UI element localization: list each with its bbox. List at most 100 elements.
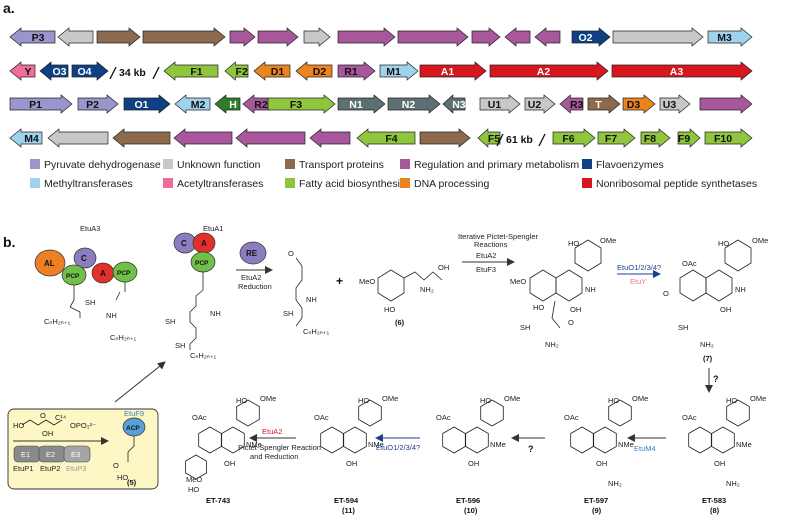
gene-arrow	[142, 27, 226, 47]
gene-arrow	[57, 27, 94, 47]
c6-nh2: NH₂	[420, 285, 434, 294]
mol-nme: NMe	[618, 440, 634, 449]
int-nh2: NH₂	[545, 340, 559, 349]
mol-ome: OMe	[504, 394, 520, 403]
gene-arrow-f7	[597, 128, 636, 148]
gene-arrow-f4	[356, 128, 416, 148]
mol-oh: OH	[346, 459, 357, 468]
ring-c	[358, 399, 382, 427]
ring-b	[343, 426, 367, 454]
gene-arrow-r3	[559, 94, 584, 114]
etuA3-label: EtuA3	[80, 224, 100, 233]
gene-arrow-d2	[295, 61, 333, 81]
break-34kb-label: 34 kb	[119, 67, 146, 79]
gene-arrow	[534, 27, 561, 47]
mol-nh2: NH₂	[726, 479, 740, 488]
mol-ho: HO	[358, 396, 369, 405]
gene-arrow-n2	[387, 94, 441, 114]
gene-arrow-m2	[174, 94, 211, 114]
gene-arrow	[419, 128, 471, 148]
legend-swatch	[163, 159, 173, 169]
compound-6-label: (6)	[395, 318, 405, 327]
gene-arrow-f1	[163, 61, 219, 81]
domain-PCP-2-label: PCP	[117, 270, 131, 277]
ring-b	[221, 426, 245, 454]
aldehyde-nh: NH	[306, 295, 317, 304]
gene-label-u1: U1	[488, 99, 502, 111]
legend-label: Acetyltransferases	[177, 178, 263, 190]
et594-num: (11)	[342, 506, 355, 515]
nh-a3: NH	[106, 311, 117, 320]
gene-label-y: Y	[24, 66, 31, 78]
gene-arrow-f10	[704, 128, 753, 148]
ring-a	[570, 426, 594, 454]
mol-ho: HO	[726, 396, 737, 405]
c7-oh: OH	[720, 305, 731, 314]
int-ho2: HO	[533, 303, 544, 312]
gene-label-u3: U3	[663, 99, 677, 111]
gene-arrow	[235, 128, 306, 148]
et597-num: (9)	[592, 506, 602, 515]
legend-label: Methyltransferases	[44, 178, 133, 190]
gene-arrow-o3	[39, 61, 69, 81]
gene-label-m3: M3	[717, 32, 732, 44]
ring-c	[726, 399, 750, 427]
legend-swatch	[285, 159, 295, 169]
gene-label-f3: F3	[290, 99, 302, 111]
ring-a	[442, 426, 466, 454]
gene-arrow	[112, 128, 171, 148]
gene-arrow-u1	[479, 94, 521, 114]
gene-label-f7: F7	[605, 133, 617, 145]
et596-id: ET-596	[456, 496, 480, 505]
gene-label-n2: N2	[402, 99, 416, 111]
legend-label: Unknown function	[177, 159, 261, 171]
etuA1-module: EtuA1 C A PCP SH NH SH CₙH₂ₙ₊₁	[165, 224, 223, 360]
domain-AL	[34, 249, 66, 277]
pictet-spengler-step: Iterative Pictet-Spengler Reactions EtuA…	[458, 232, 539, 274]
gene-label-n3: N3	[452, 99, 466, 111]
et583-id: ET-583	[702, 496, 726, 505]
gene-arrow-m3	[707, 27, 753, 47]
gene-arrow-a3	[611, 61, 753, 81]
break-mark-right-2	[538, 133, 546, 147]
aldehyde-sh: SH	[283, 309, 293, 318]
mol-oac: OAc	[314, 413, 329, 422]
mol-oh: OH	[224, 459, 235, 468]
gene-label-p1: P1	[29, 99, 42, 111]
mol-oac: OAc	[682, 413, 697, 422]
aldehyde-o: O	[288, 249, 294, 258]
domain-C-label: C	[81, 254, 87, 263]
aldehyde-intermediate: O SH NH CₙH₂ₙ₊₁ +	[283, 249, 343, 336]
compound-5-label: (5)	[127, 478, 137, 487]
ring-c	[236, 399, 260, 427]
gene-label-m1: M1	[386, 66, 401, 78]
gene-arrow-d3	[622, 94, 656, 114]
gene-label-u2: U2	[528, 99, 542, 111]
box-ho: HO	[13, 421, 24, 430]
gene-label-m4: M4	[24, 133, 39, 145]
et597-id: ET-597	[584, 496, 608, 505]
gene-label-o3: O3	[52, 66, 66, 78]
mol-oh: OH	[714, 459, 725, 468]
etuA3-module: EtuA3 AL C PCP A PCP CₙH₂ₙ₊₁ SH NH CₙH₂ₙ…	[34, 224, 138, 342]
arrow-597-596-q: ?	[528, 444, 534, 454]
mol-nh2: NH₂	[608, 479, 622, 488]
ring-a	[198, 426, 222, 454]
gene-label-o4: O4	[77, 66, 91, 78]
gene-arrow-f2	[224, 61, 249, 81]
gene-arrow	[337, 27, 396, 47]
domain-PCP-a1-label: PCP	[195, 260, 209, 267]
methyl-enzyme: EtuM4	[634, 444, 656, 453]
ring-b	[593, 426, 617, 454]
domain-ACP-label: ACP	[126, 425, 140, 432]
intermediate-bis-thiq: HO OMe MeO HO NH OH SH NH₂ O	[510, 236, 616, 349]
sh-a3: SH	[85, 298, 95, 307]
gene-label-f6: F6	[562, 133, 574, 145]
gene-label-f4: F4	[385, 133, 397, 145]
legend-label: Pyruvate dehydrogenase	[44, 159, 161, 171]
gene-arrow	[47, 128, 109, 148]
gene-label-a3: A3	[670, 66, 684, 78]
gene-label-f9: F9	[678, 133, 690, 145]
mol-ho: HO	[480, 396, 491, 405]
